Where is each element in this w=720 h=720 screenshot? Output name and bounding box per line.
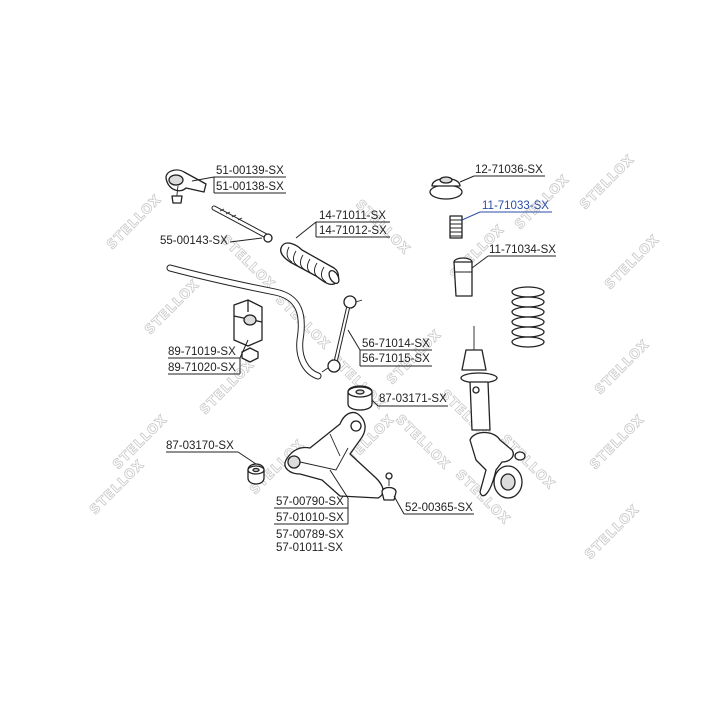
leader-line xyxy=(371,399,379,407)
leader-line xyxy=(329,469,349,499)
leader-line xyxy=(191,176,215,182)
watermark-text: STELLOX xyxy=(392,412,453,473)
leader-line xyxy=(295,221,317,239)
leader-line xyxy=(459,175,475,183)
part-label: 56-71014-SX xyxy=(362,338,430,350)
part-label: 14-71012-SX xyxy=(319,225,387,237)
watermark-text: STELLOX xyxy=(104,192,165,253)
watermark-text: STELLOX xyxy=(602,232,663,293)
leader-line xyxy=(393,495,405,515)
part-label: 55-00143-SX xyxy=(160,235,228,247)
leader-line xyxy=(471,255,489,269)
part-label: 87-03170-SX xyxy=(166,440,234,452)
watermark-text: STELLOX xyxy=(592,337,653,398)
leader-line xyxy=(229,237,263,243)
stabilizer-bushing xyxy=(233,299,263,363)
part-label: 12-71036-SX xyxy=(475,164,543,176)
leader-line xyxy=(461,211,481,221)
leader-line xyxy=(347,329,361,351)
part-label-highlighted: 11-71033-SX xyxy=(482,200,549,212)
watermark-text: STELLOX xyxy=(587,412,648,473)
steering-boot xyxy=(280,242,340,286)
steering-knuckle xyxy=(469,431,526,499)
tie-rod-end xyxy=(165,169,207,204)
ball-joint xyxy=(381,472,397,501)
part-label: 51-00138-SX xyxy=(216,181,284,193)
part-label: 14-71011-SX xyxy=(319,210,386,222)
part-label: 57-01010-SX xyxy=(276,512,344,524)
part-label: 89-71020-SX xyxy=(168,362,236,374)
lower-control-arm xyxy=(284,411,384,499)
protective-boot xyxy=(453,257,473,297)
part-label: 57-01011-SX xyxy=(276,542,343,554)
control-arm-bushing-front xyxy=(247,463,265,485)
part-label: 57-00789-SX xyxy=(276,529,344,541)
part-label: 51-00139-SX xyxy=(216,165,284,177)
strut-top-mount xyxy=(429,176,463,200)
watermark-text: STELLOX xyxy=(582,502,643,563)
coil-spring xyxy=(511,286,545,348)
part-label: 11-71034-SX xyxy=(489,244,556,256)
part-label: 56-71015-SX xyxy=(362,353,430,365)
leader-line xyxy=(239,339,249,359)
stabilizer-link xyxy=(321,295,363,373)
part-label: 87-03171-SX xyxy=(379,393,447,405)
leader-line xyxy=(237,451,257,465)
inner-tie-rod xyxy=(211,205,273,243)
stabilizer-bar xyxy=(166,264,322,380)
part-label: 52-00365-SX xyxy=(405,502,473,514)
part-label: 89-71019-SX xyxy=(168,346,236,358)
watermark-text: STELLOX xyxy=(577,152,638,213)
control-arm-bushing-rear xyxy=(347,385,373,411)
part-label: 57-00790-SX xyxy=(276,496,344,508)
watermark-text: STELLOX xyxy=(142,277,203,338)
bump-stop xyxy=(449,215,463,239)
shock-absorber xyxy=(460,326,498,431)
